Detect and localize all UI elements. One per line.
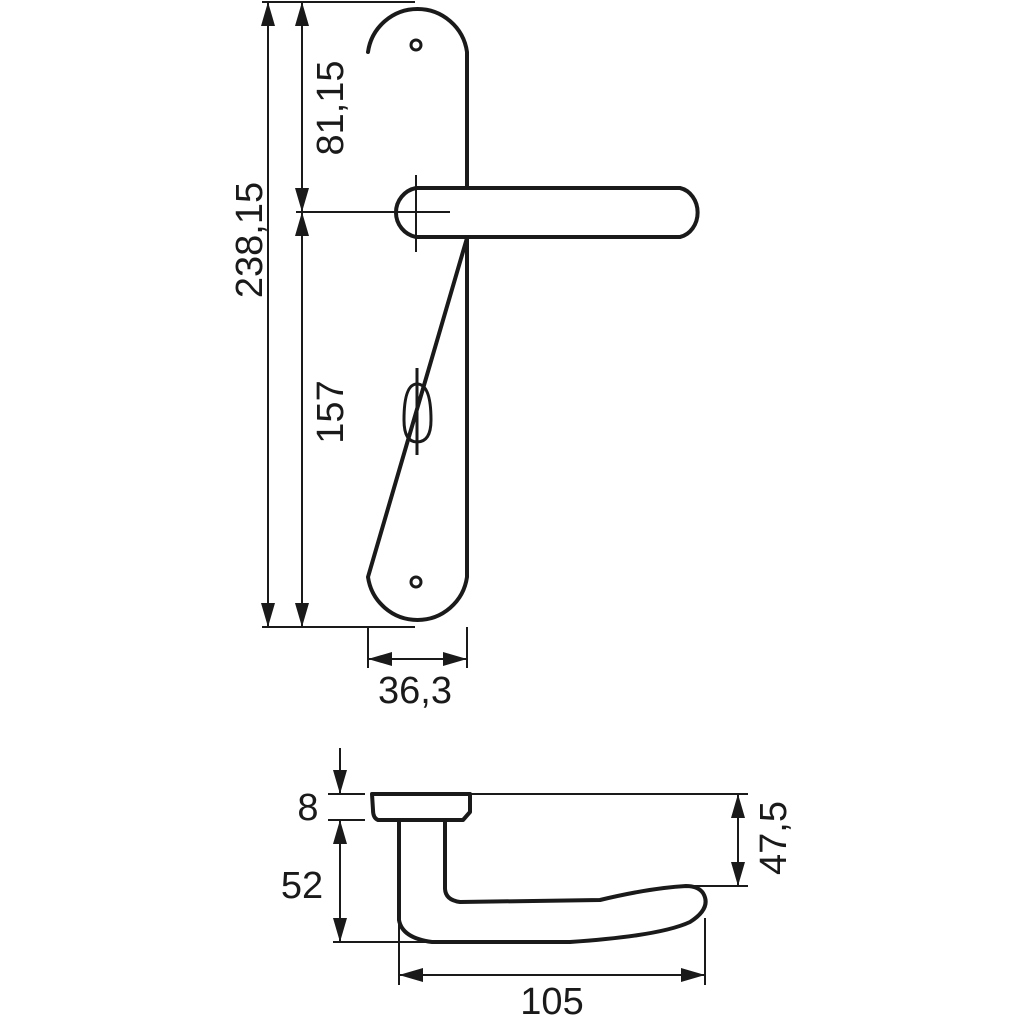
dim-rose-thickness-label: 8 [297,787,318,829]
dim-top-to-spindle-label: 81,15 [310,60,352,155]
extension-lines [262,1,468,668]
dim-total-height-label: 238,15 [229,182,271,298]
extension-lines-side [328,793,748,985]
top-screw-hole [409,38,423,52]
arrow [295,2,309,26]
arrow [333,770,347,794]
bottom-screw-hole [409,575,423,589]
arrow [368,652,392,666]
arrow [731,794,745,818]
lever-handle-side [397,818,708,944]
arrow [731,862,745,886]
spindle-centerline [296,175,450,252]
rose-outline [370,792,472,822]
backplate-outline [366,7,469,622]
arrow [295,188,309,212]
arrow [333,918,347,942]
dim-lever-offset-label: 47,5 [753,801,795,875]
arrow [681,968,705,982]
dim-plate-width-label: 36,3 [378,670,452,712]
arrow [261,603,275,627]
side-view: 8 52 47,5 105 [281,748,795,1023]
arrow [443,652,467,666]
dim-spindle-to-bottom-label: 157 [310,380,352,443]
arrow [399,968,423,982]
front-view: 238,15 81,15 157 36,3 [229,1,700,712]
arrow [333,820,347,844]
arrow [261,2,275,26]
dim-lever-length-label: 105 [520,981,583,1023]
arrow [295,603,309,627]
lever-handle-front [394,186,700,239]
dim-lever-height-label: 52 [281,865,323,907]
arrow [295,212,309,236]
